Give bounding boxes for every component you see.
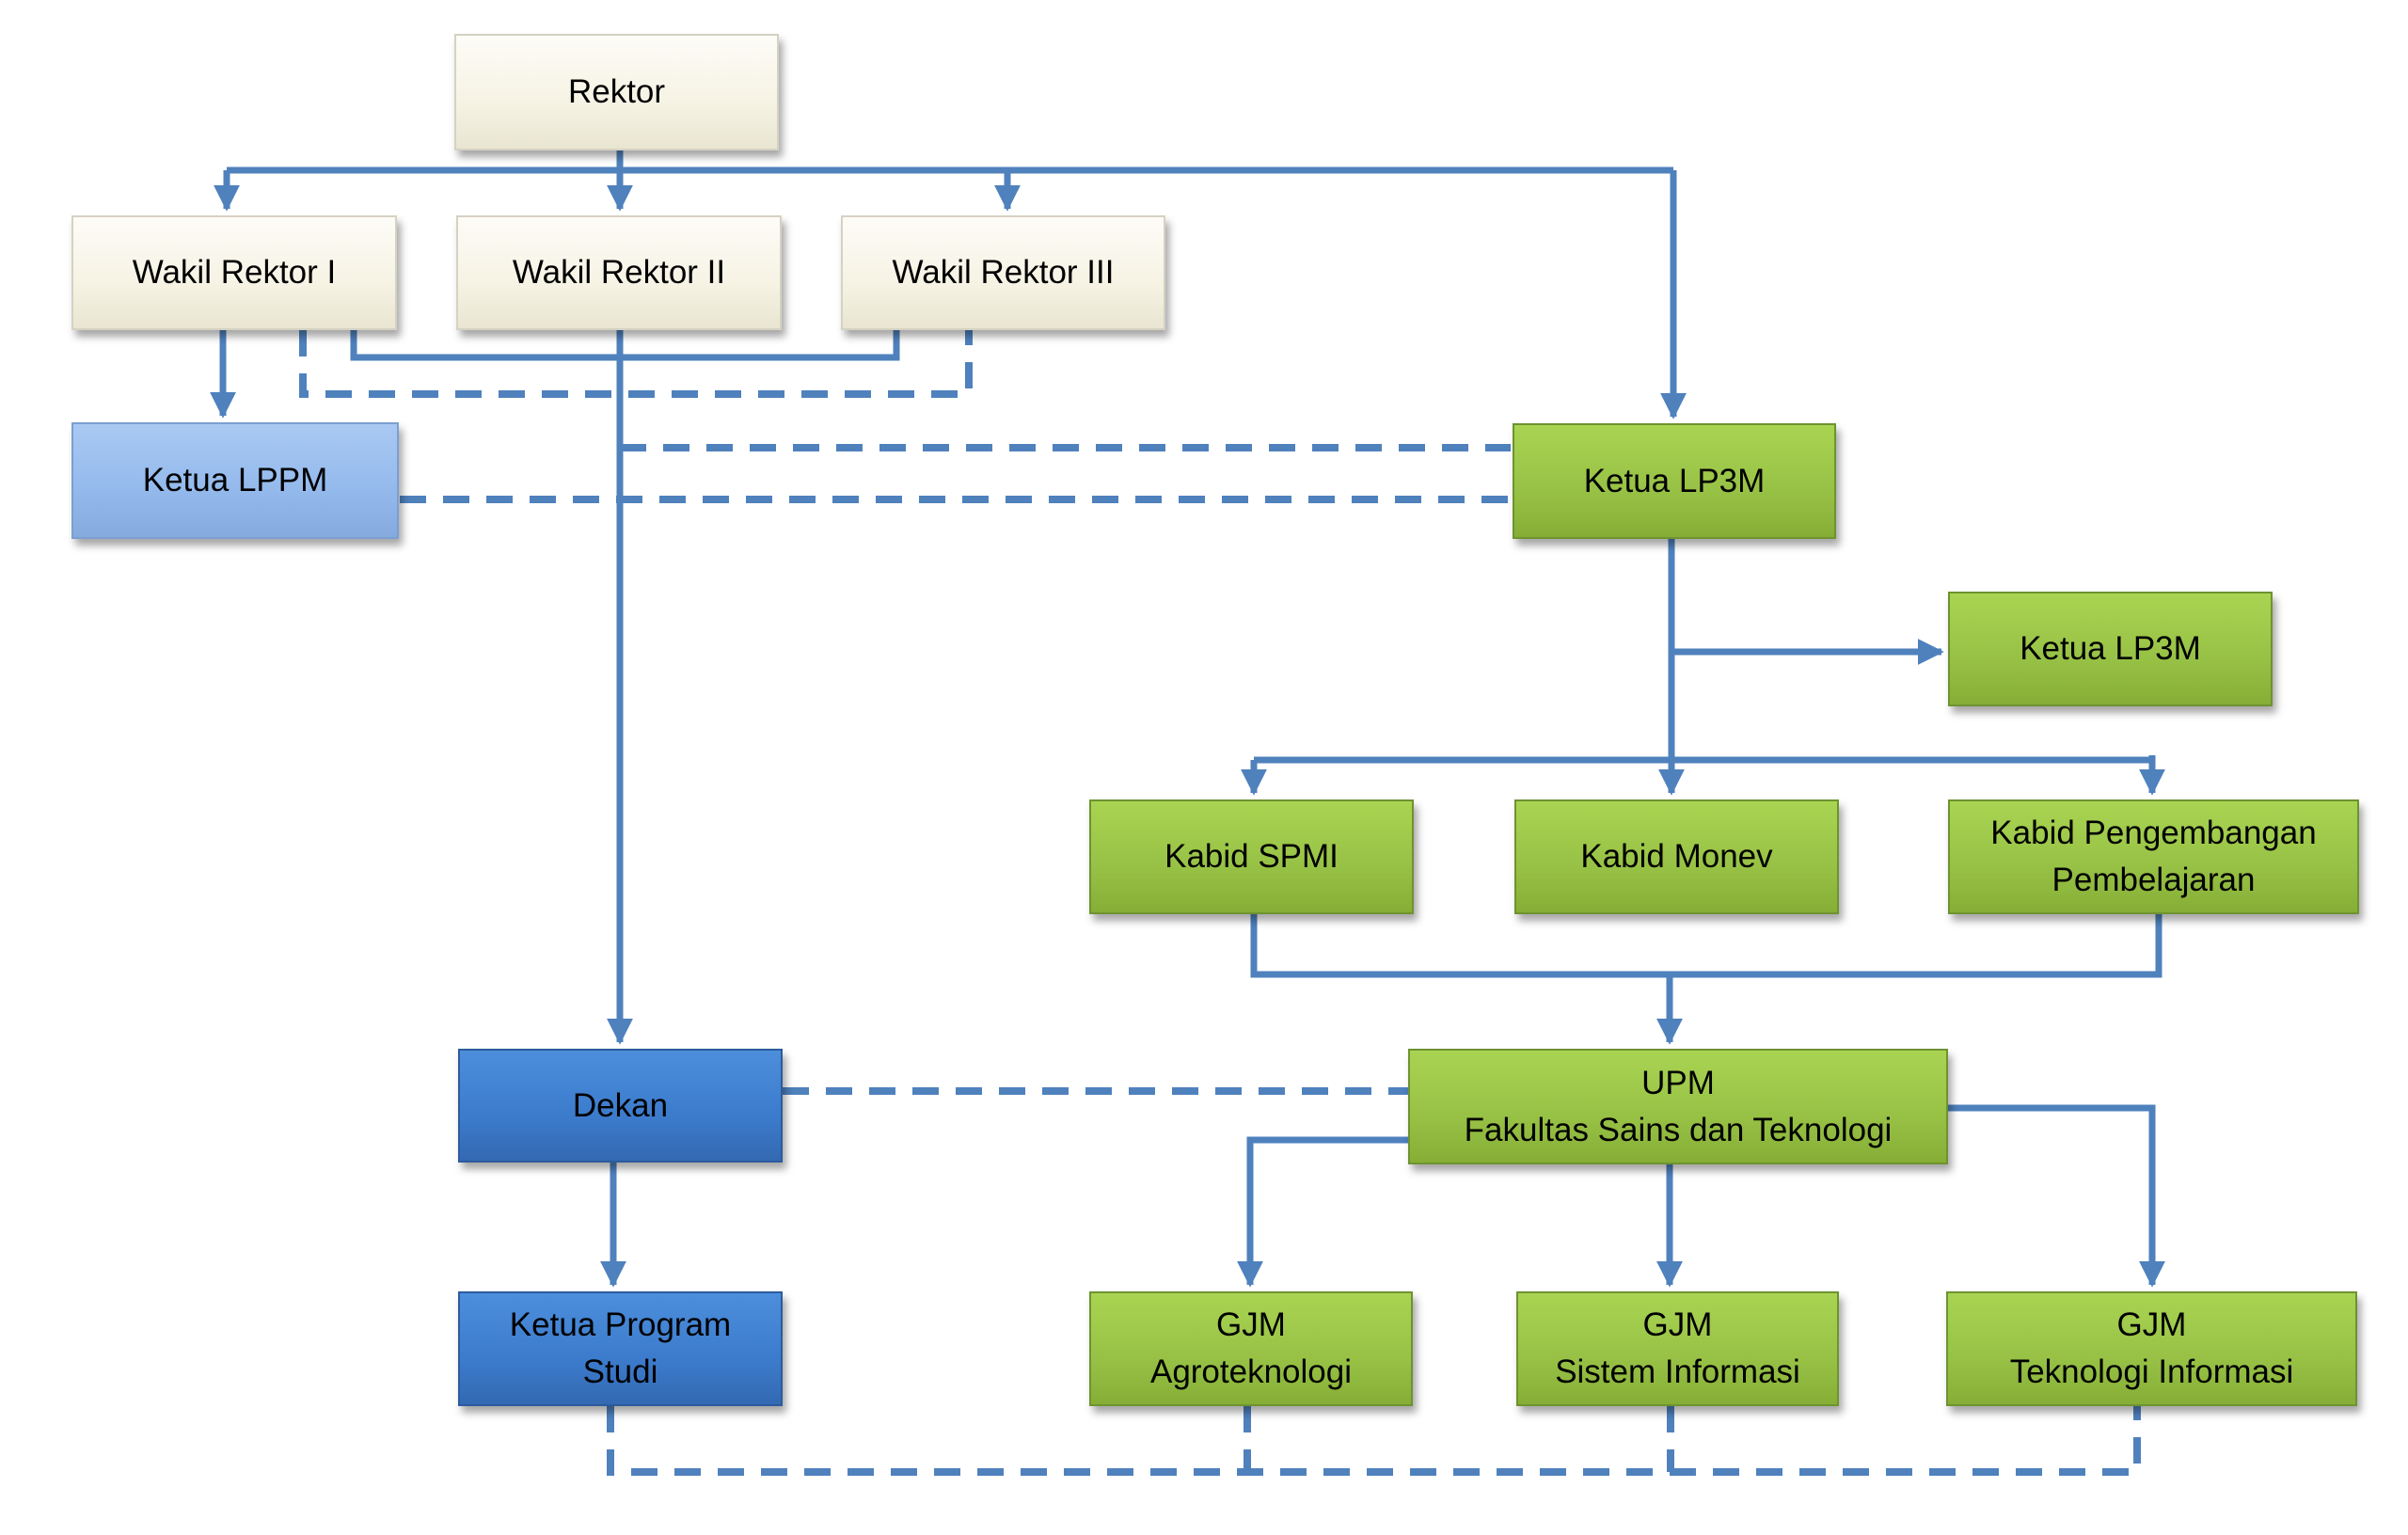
node-gjm-teknologi-informasi: GJM Teknologi Informasi [1946,1291,2357,1406]
node-ketua-lp3m-2: Ketua LP3M [1948,592,2273,706]
node-gjm-agroteknologi: GJM Agroteknologi [1089,1291,1413,1406]
node-label: Ketua LPPM [142,462,328,498]
edge-wr1-wr3-dashed [299,330,973,398]
edge-upm-gjm-ti [1948,1104,2165,1288]
node-rektor: Rektor [454,34,779,150]
node-ketua-prodi: Ketua Program Studi [458,1291,783,1406]
edge-wr1-wr3-solid [350,330,900,361]
node-wakil-rektor-3: Wakil Rektor III [841,215,1165,330]
node-wakil-rektor-2: Wakil Rektor II [456,215,782,330]
node-upm: UPM Fakultas Sains dan Teknologi [1408,1049,1948,1164]
node-dekan: Dekan [458,1049,783,1163]
node-label: Ketua LP3M [2020,630,2201,667]
edge-bottom-dashed [607,1406,2141,1476]
node-ketua-lppm: Ketua LPPM [71,422,399,539]
node-label: GJM Sistem Informasi [1555,1306,1800,1390]
edge-upm-gjm-agro [1237,1136,1408,1288]
edge-kabid-upm-bus [1250,914,2162,978]
node-label: Kabid Pengembangan Pembelajaran [1990,815,2317,898]
node-kabid-spmi: Kabid SPMI [1089,799,1414,914]
node-label: Kabid Monev [1580,838,1773,875]
node-label: Wakil Rektor II [512,254,726,291]
node-label: GJM Agroteknologi [1149,1306,1353,1390]
node-label: Ketua LP3M [1583,462,1766,499]
node-label: Rektor [567,73,666,110]
node-kabid-pengembangan: Kabid Pengembangan Pembelajaran [1948,799,2359,914]
node-ketua-lp3m: Ketua LP3M [1513,423,1836,539]
node-label: Ketua Program Studi [509,1306,732,1390]
node-label: GJM Teknologi Informasi [2009,1306,2294,1390]
node-gjm-sistem-informasi: GJM Sistem Informasi [1516,1291,1839,1406]
node-kabid-monev: Kabid Monev [1514,799,1839,914]
node-label: Wakil Rektor III [892,254,1115,291]
node-label: Kabid SPMI [1164,838,1339,875]
node-wakil-rektor-1: Wakil Rektor I [71,215,397,330]
node-label: Wakil Rektor I [132,254,337,291]
node-label: UPM Fakultas Sains dan Teknologi [1464,1064,1893,1148]
node-label: Dekan [572,1086,669,1124]
